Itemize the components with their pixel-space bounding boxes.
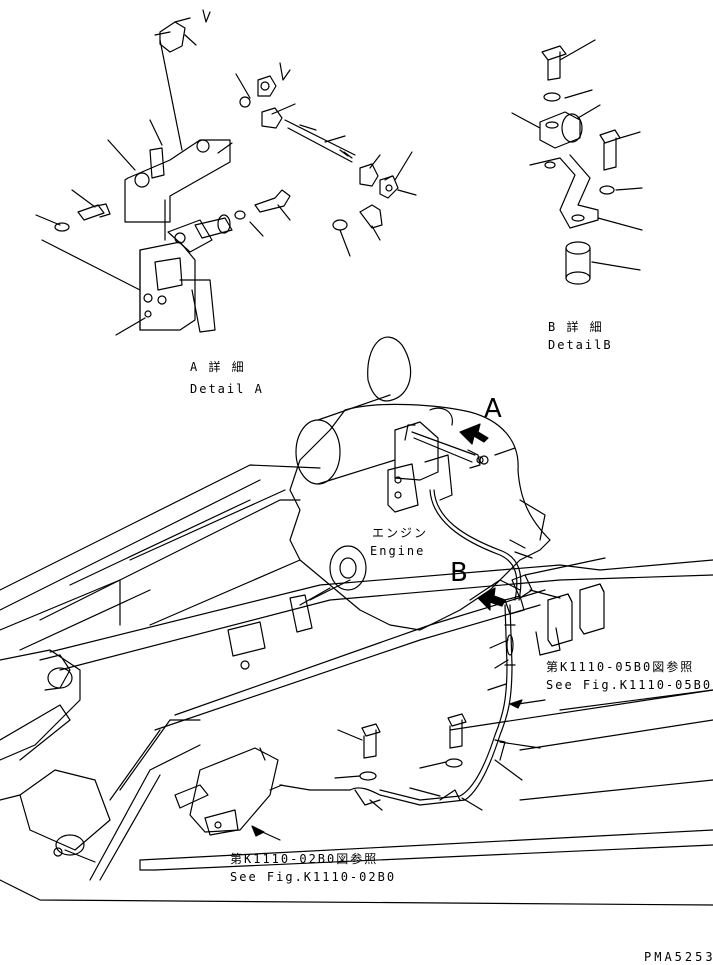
control-lever — [174, 747, 283, 836]
detail-b-title-jp: B 詳 細 — [548, 320, 604, 334]
detail-a-assembly — [35, 9, 417, 336]
detail-b-assembly — [511, 39, 643, 285]
stop-solenoid — [387, 421, 489, 513]
detail-b-title-en: DetailB — [548, 338, 613, 352]
detail-a-title-en: Detail A — [190, 382, 264, 396]
stop-cable — [279, 489, 533, 806]
reference-2-en: See Fig.K1110-02B0 — [230, 870, 397, 884]
arrow-a-label: A — [484, 394, 502, 424]
detail-a-title-jp: A 詳 細 — [190, 360, 246, 374]
machine-frame — [0, 464, 713, 906]
reference-1-en: See Fig.K1110-05B0 — [546, 678, 713, 692]
arrow-b-label: B — [450, 558, 468, 588]
drawing-number: PMA5253 — [644, 950, 713, 964]
reference-2-jp: 第K1110-02B0図参照 — [230, 852, 379, 866]
leader-lines — [334, 557, 606, 811]
bottom-bolts — [359, 713, 467, 781]
engine-label-en: Engine — [370, 544, 426, 558]
engine-label-jp: エンジン — [372, 526, 429, 540]
reference-1-jp: 第K1110-05B0図参照 — [546, 660, 695, 674]
pointer-arrows — [251, 423, 546, 841]
engine-outline — [289, 336, 551, 631]
